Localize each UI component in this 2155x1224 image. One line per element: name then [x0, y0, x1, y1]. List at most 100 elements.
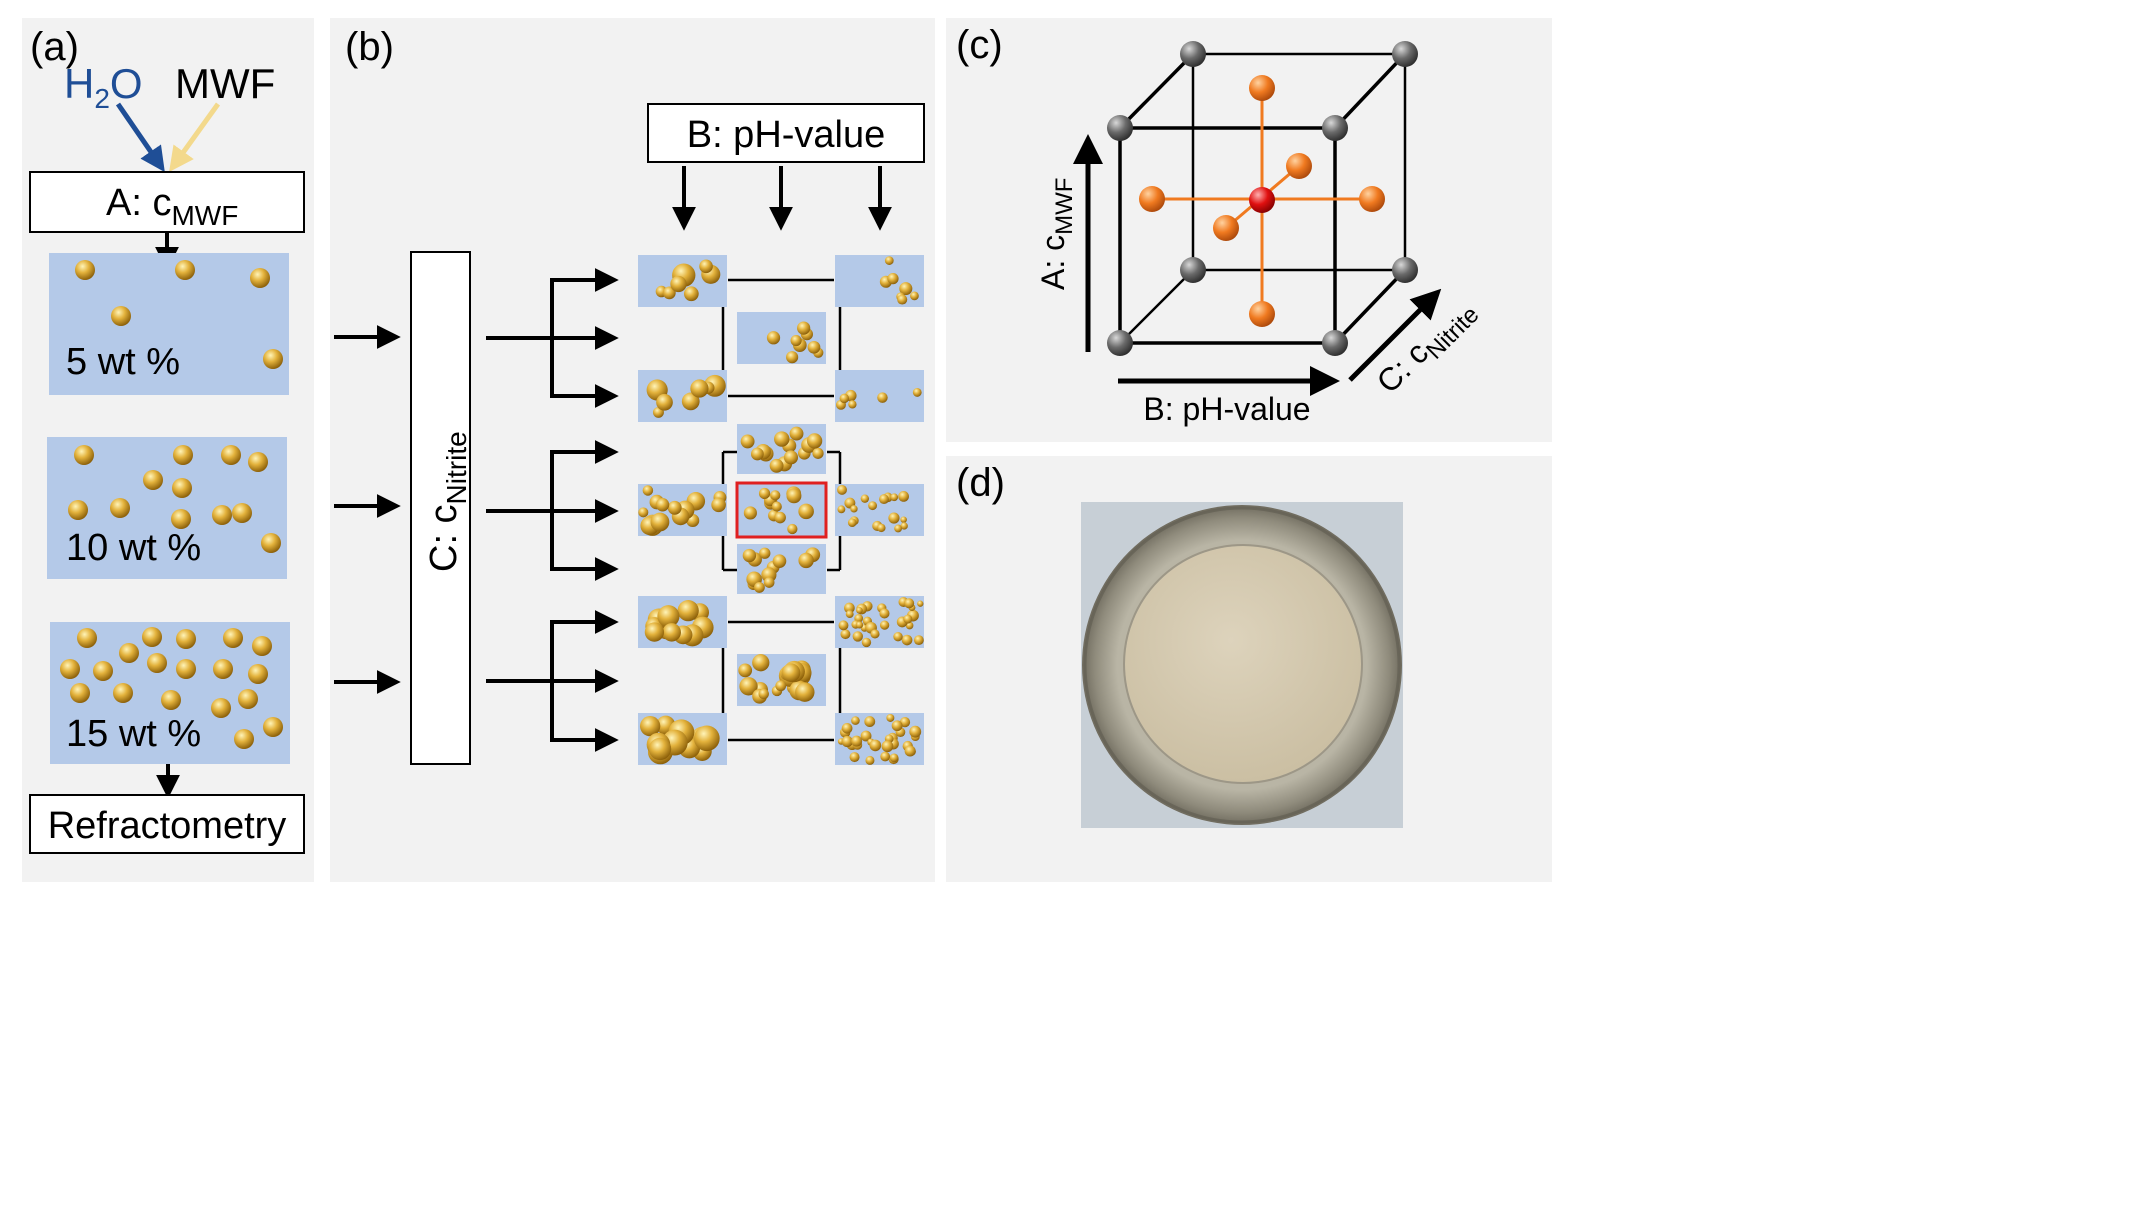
droplet	[786, 488, 802, 504]
factor-c-box	[410, 251, 471, 765]
droplet	[662, 623, 681, 642]
corner-sphere	[1322, 115, 1348, 141]
droplet	[248, 452, 268, 472]
droplet	[743, 506, 757, 520]
droplet	[250, 268, 270, 288]
droplet	[176, 629, 196, 649]
droplet	[879, 608, 890, 619]
droplet	[851, 735, 863, 747]
droplet	[677, 600, 699, 622]
droplet	[847, 518, 857, 527]
panel-d-label: (d)	[956, 461, 1005, 505]
droplet	[234, 729, 254, 749]
droplet	[893, 631, 903, 642]
droplet	[865, 755, 875, 765]
droplet	[74, 445, 94, 465]
droplet	[763, 577, 775, 588]
droplet	[147, 653, 167, 673]
droplet	[212, 505, 232, 525]
droplet	[648, 737, 672, 761]
droplet	[888, 512, 900, 524]
droplet	[798, 503, 814, 520]
droplet	[662, 286, 676, 300]
droplet	[223, 628, 243, 648]
droplet	[881, 740, 894, 753]
droplet	[869, 739, 882, 752]
axis-a-label: A: cMWF	[1035, 178, 1078, 290]
droplet	[650, 512, 670, 532]
factor-c-label: C: cNitrite	[423, 431, 472, 572]
droplet	[110, 498, 130, 518]
droplet	[238, 689, 258, 709]
droplet	[93, 661, 113, 681]
droplet	[912, 388, 922, 397]
droplet	[840, 629, 851, 640]
sample-label-15: 15 wt %	[66, 713, 201, 755]
mwf-label: MWF	[175, 60, 275, 107]
droplet	[870, 629, 880, 639]
droplet	[774, 431, 790, 447]
droplet	[750, 447, 764, 461]
droplet	[904, 745, 916, 757]
droplet	[171, 509, 191, 529]
droplet	[742, 548, 757, 563]
corner-sphere	[1392, 257, 1418, 283]
droplet	[837, 505, 846, 514]
droplet	[904, 598, 915, 609]
droplet	[740, 434, 755, 449]
droplet	[795, 682, 815, 702]
water-label: H2O	[64, 60, 143, 114]
droplet	[774, 511, 786, 524]
droplet	[900, 522, 908, 530]
droplet	[917, 600, 924, 607]
droplet	[261, 533, 281, 553]
droplet	[119, 643, 139, 663]
sample-label-10: 10 wt %	[66, 527, 201, 569]
droplet	[903, 614, 913, 624]
droplet	[75, 260, 95, 280]
droplet	[211, 698, 231, 718]
droplet	[252, 636, 272, 656]
droplet	[772, 554, 787, 568]
droplet	[173, 445, 193, 465]
droplet	[887, 272, 899, 285]
droplet	[844, 602, 855, 614]
droplet	[752, 654, 770, 672]
droplet	[783, 450, 799, 465]
droplet	[898, 491, 909, 502]
droplet	[693, 725, 720, 752]
droplet	[143, 470, 163, 490]
droplet	[77, 628, 97, 648]
droplet	[789, 426, 804, 441]
droplet	[901, 634, 913, 646]
droplet	[739, 677, 758, 696]
panel-b-label: (b)	[345, 25, 394, 69]
droplet	[864, 716, 876, 727]
droplet	[775, 680, 787, 692]
droplet	[899, 282, 913, 296]
droplet	[841, 735, 853, 748]
mwf-arrow	[169, 102, 221, 173]
droplet	[638, 507, 649, 518]
axis-b-label: B: pH-value	[1143, 391, 1310, 427]
droplet	[860, 730, 872, 742]
factor-b-box	[647, 103, 925, 163]
droplet	[670, 275, 687, 293]
droplet	[894, 524, 902, 533]
droplet	[909, 725, 922, 738]
factor-a-label: A: cMWF	[106, 182, 238, 231]
droplet	[879, 494, 889, 505]
emulsion-boundary	[1123, 544, 1363, 784]
factor-a-box	[29, 171, 305, 233]
droplet	[766, 331, 781, 345]
corner-sphere	[1180, 257, 1206, 283]
droplet	[797, 321, 811, 335]
droplet	[738, 663, 753, 678]
droplet	[841, 722, 853, 734]
droplet	[111, 306, 131, 326]
droplet	[798, 552, 814, 569]
branch-arrows	[486, 268, 619, 752]
center-sphere	[1249, 187, 1275, 213]
droplet	[683, 286, 699, 302]
water-arrow	[115, 102, 165, 173]
